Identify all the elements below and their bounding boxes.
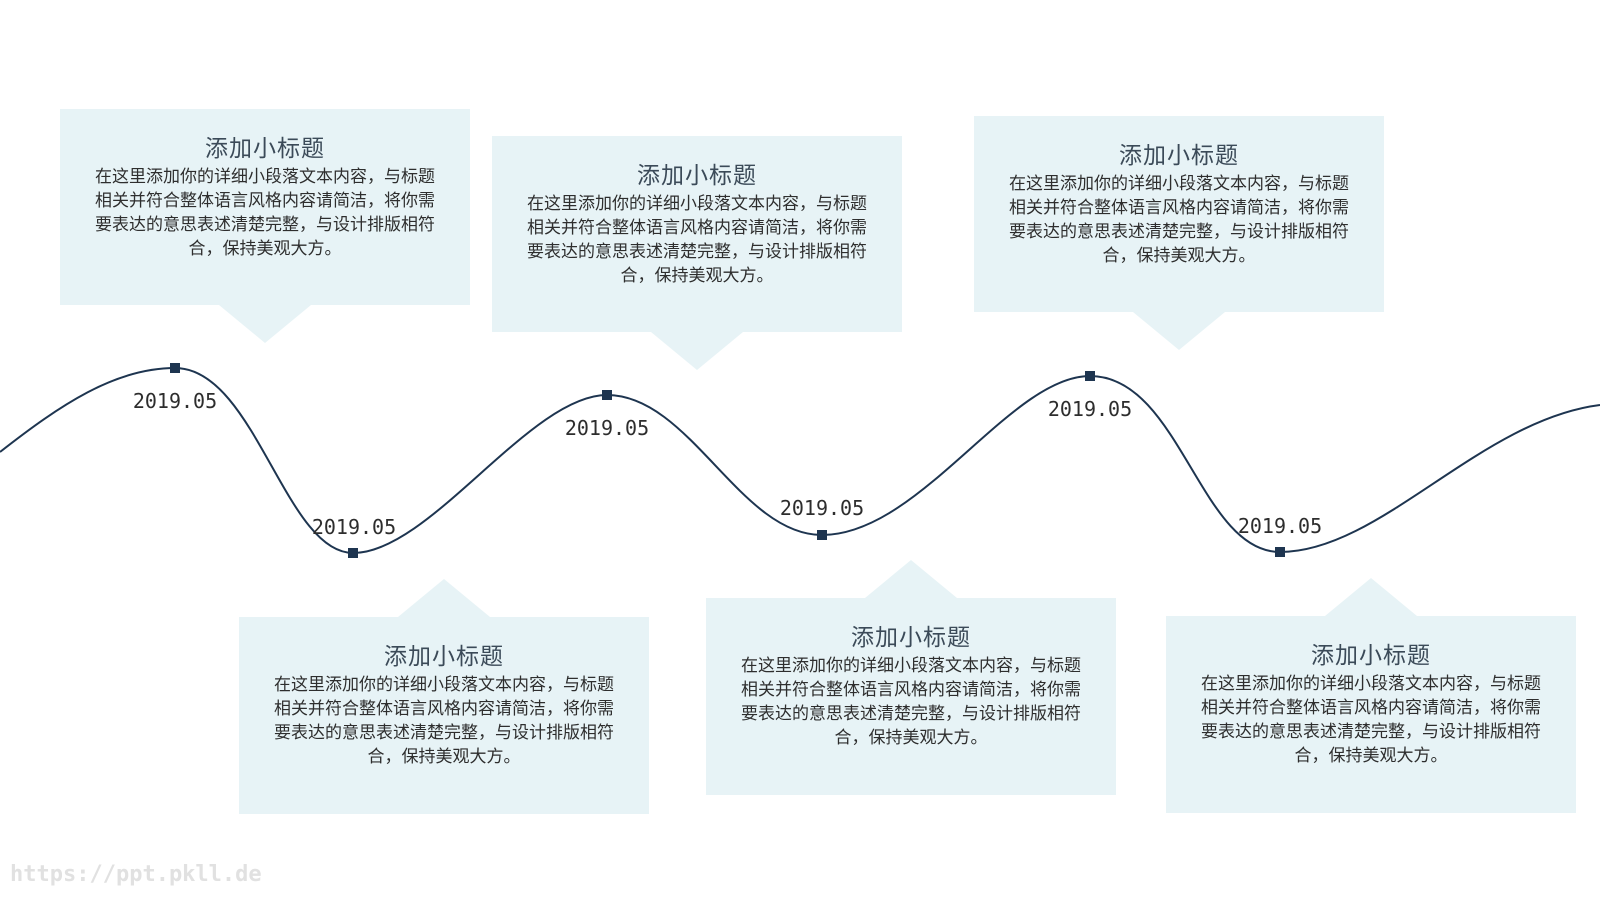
timeline-card-3: 添加小标题 在这里添加你的详细小段落文本内容，与标题相关并符合整体语言风格内容请… — [492, 136, 902, 370]
timeline-card-1: 添加小标题 在这里添加你的详细小段落文本内容，与标题相关并符合整体语言风格内容请… — [60, 109, 470, 343]
timeline-marker — [1275, 547, 1285, 557]
date-label-6: 2019.05 — [1237, 514, 1323, 538]
timeline-marker — [817, 530, 827, 540]
date-label-2: 2019.05 — [311, 515, 397, 539]
card-body: 在这里添加你的详细小段落文本内容，与标题相关并符合整体语言风格内容请简洁，将你需… — [1009, 174, 1349, 266]
card-body: 在这里添加你的详细小段落文本内容，与标题相关并符合整体语言风格内容请简洁，将你需… — [95, 167, 435, 259]
timeline-marker — [348, 548, 358, 558]
card-body: 在这里添加你的详细小段落文本内容，与标题相关并符合整体语言风格内容请简洁，将你需… — [741, 656, 1081, 748]
timeline-card-4: 添加小标题 在这里添加你的详细小段落文本内容，与标题相关并符合整体语言风格内容请… — [706, 560, 1116, 795]
timeline-card-5: 添加小标题 在这里添加你的详细小段落文本内容，与标题相关并符合整体语言风格内容请… — [974, 116, 1384, 350]
card-title: 添加小标题 — [205, 136, 325, 162]
card-pointer — [1133, 312, 1225, 350]
card-title: 添加小标题 — [851, 625, 971, 651]
watermark-url: https://ppt.pkll.de — [10, 862, 262, 887]
card-body: 在这里添加你的详细小段落文本内容，与标题相关并符合整体语言风格内容请简洁，将你需… — [527, 194, 867, 286]
card-body: 在这里添加你的详细小段落文本内容，与标题相关并符合整体语言风格内容请简洁，将你需… — [1201, 674, 1541, 766]
card-title: 添加小标题 — [1311, 643, 1431, 669]
date-label-1: 2019.05 — [132, 389, 218, 413]
card-pointer — [865, 560, 957, 598]
card-title: 添加小标题 — [637, 163, 757, 189]
timeline-marker — [602, 390, 612, 400]
date-label-5: 2019.05 — [1047, 397, 1133, 421]
card-pointer — [398, 579, 490, 617]
timeline-marker — [1085, 371, 1095, 381]
card-body: 在这里添加你的详细小段落文本内容，与标题相关并符合整体语言风格内容请简洁，将你需… — [274, 675, 614, 767]
card-title: 添加小标题 — [384, 644, 504, 670]
date-label-4: 2019.05 — [779, 496, 865, 520]
card-pointer — [651, 332, 743, 370]
card-pointer — [219, 305, 311, 343]
timeline-card-2: 添加小标题 在这里添加你的详细小段落文本内容，与标题相关并符合整体语言风格内容请… — [239, 579, 649, 814]
date-label-3: 2019.05 — [564, 416, 650, 440]
card-title: 添加小标题 — [1119, 143, 1239, 169]
card-pointer — [1325, 578, 1417, 616]
timeline-card-6: 添加小标题 在这里添加你的详细小段落文本内容，与标题相关并符合整体语言风格内容请… — [1166, 578, 1576, 813]
wave-line — [0, 366, 1600, 555]
timeline-marker — [170, 363, 180, 373]
